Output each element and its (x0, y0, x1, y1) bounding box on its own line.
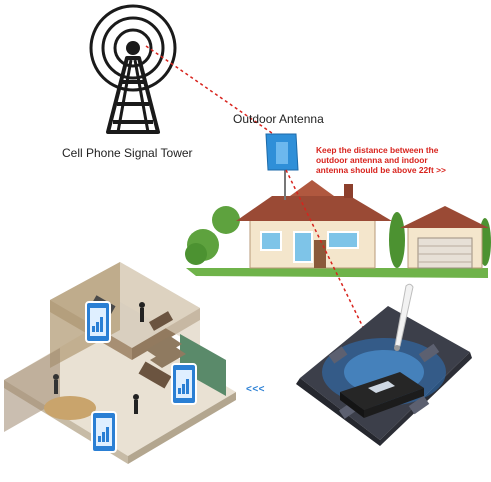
outdoor-antenna-label: Outdoor Antenna (233, 112, 324, 126)
whip-antenna-icon (394, 283, 414, 351)
tower-label: Cell Phone Signal Tower (62, 146, 193, 160)
signal-tower-icon (89, 4, 177, 134)
house-icon (185, 170, 491, 278)
phone-signal-icon (85, 301, 111, 343)
direction-arrows: <<< (246, 384, 266, 395)
building-cutaway (4, 262, 236, 464)
phone-signal-icon (91, 411, 117, 453)
indoor-room (296, 306, 472, 446)
panel-antenna-icon (265, 133, 299, 171)
booster-device-icon (340, 372, 424, 418)
distance-note: Keep the distance between the outdoor an… (316, 145, 486, 175)
distance-note-line-3: antenna should be above 22ft >> (316, 165, 446, 175)
distance-note-line-1: Keep the distance between the (316, 145, 439, 155)
distance-note-line-2: outdoor antenna and indoor (316, 155, 428, 165)
phone-signal-icon (171, 363, 197, 405)
